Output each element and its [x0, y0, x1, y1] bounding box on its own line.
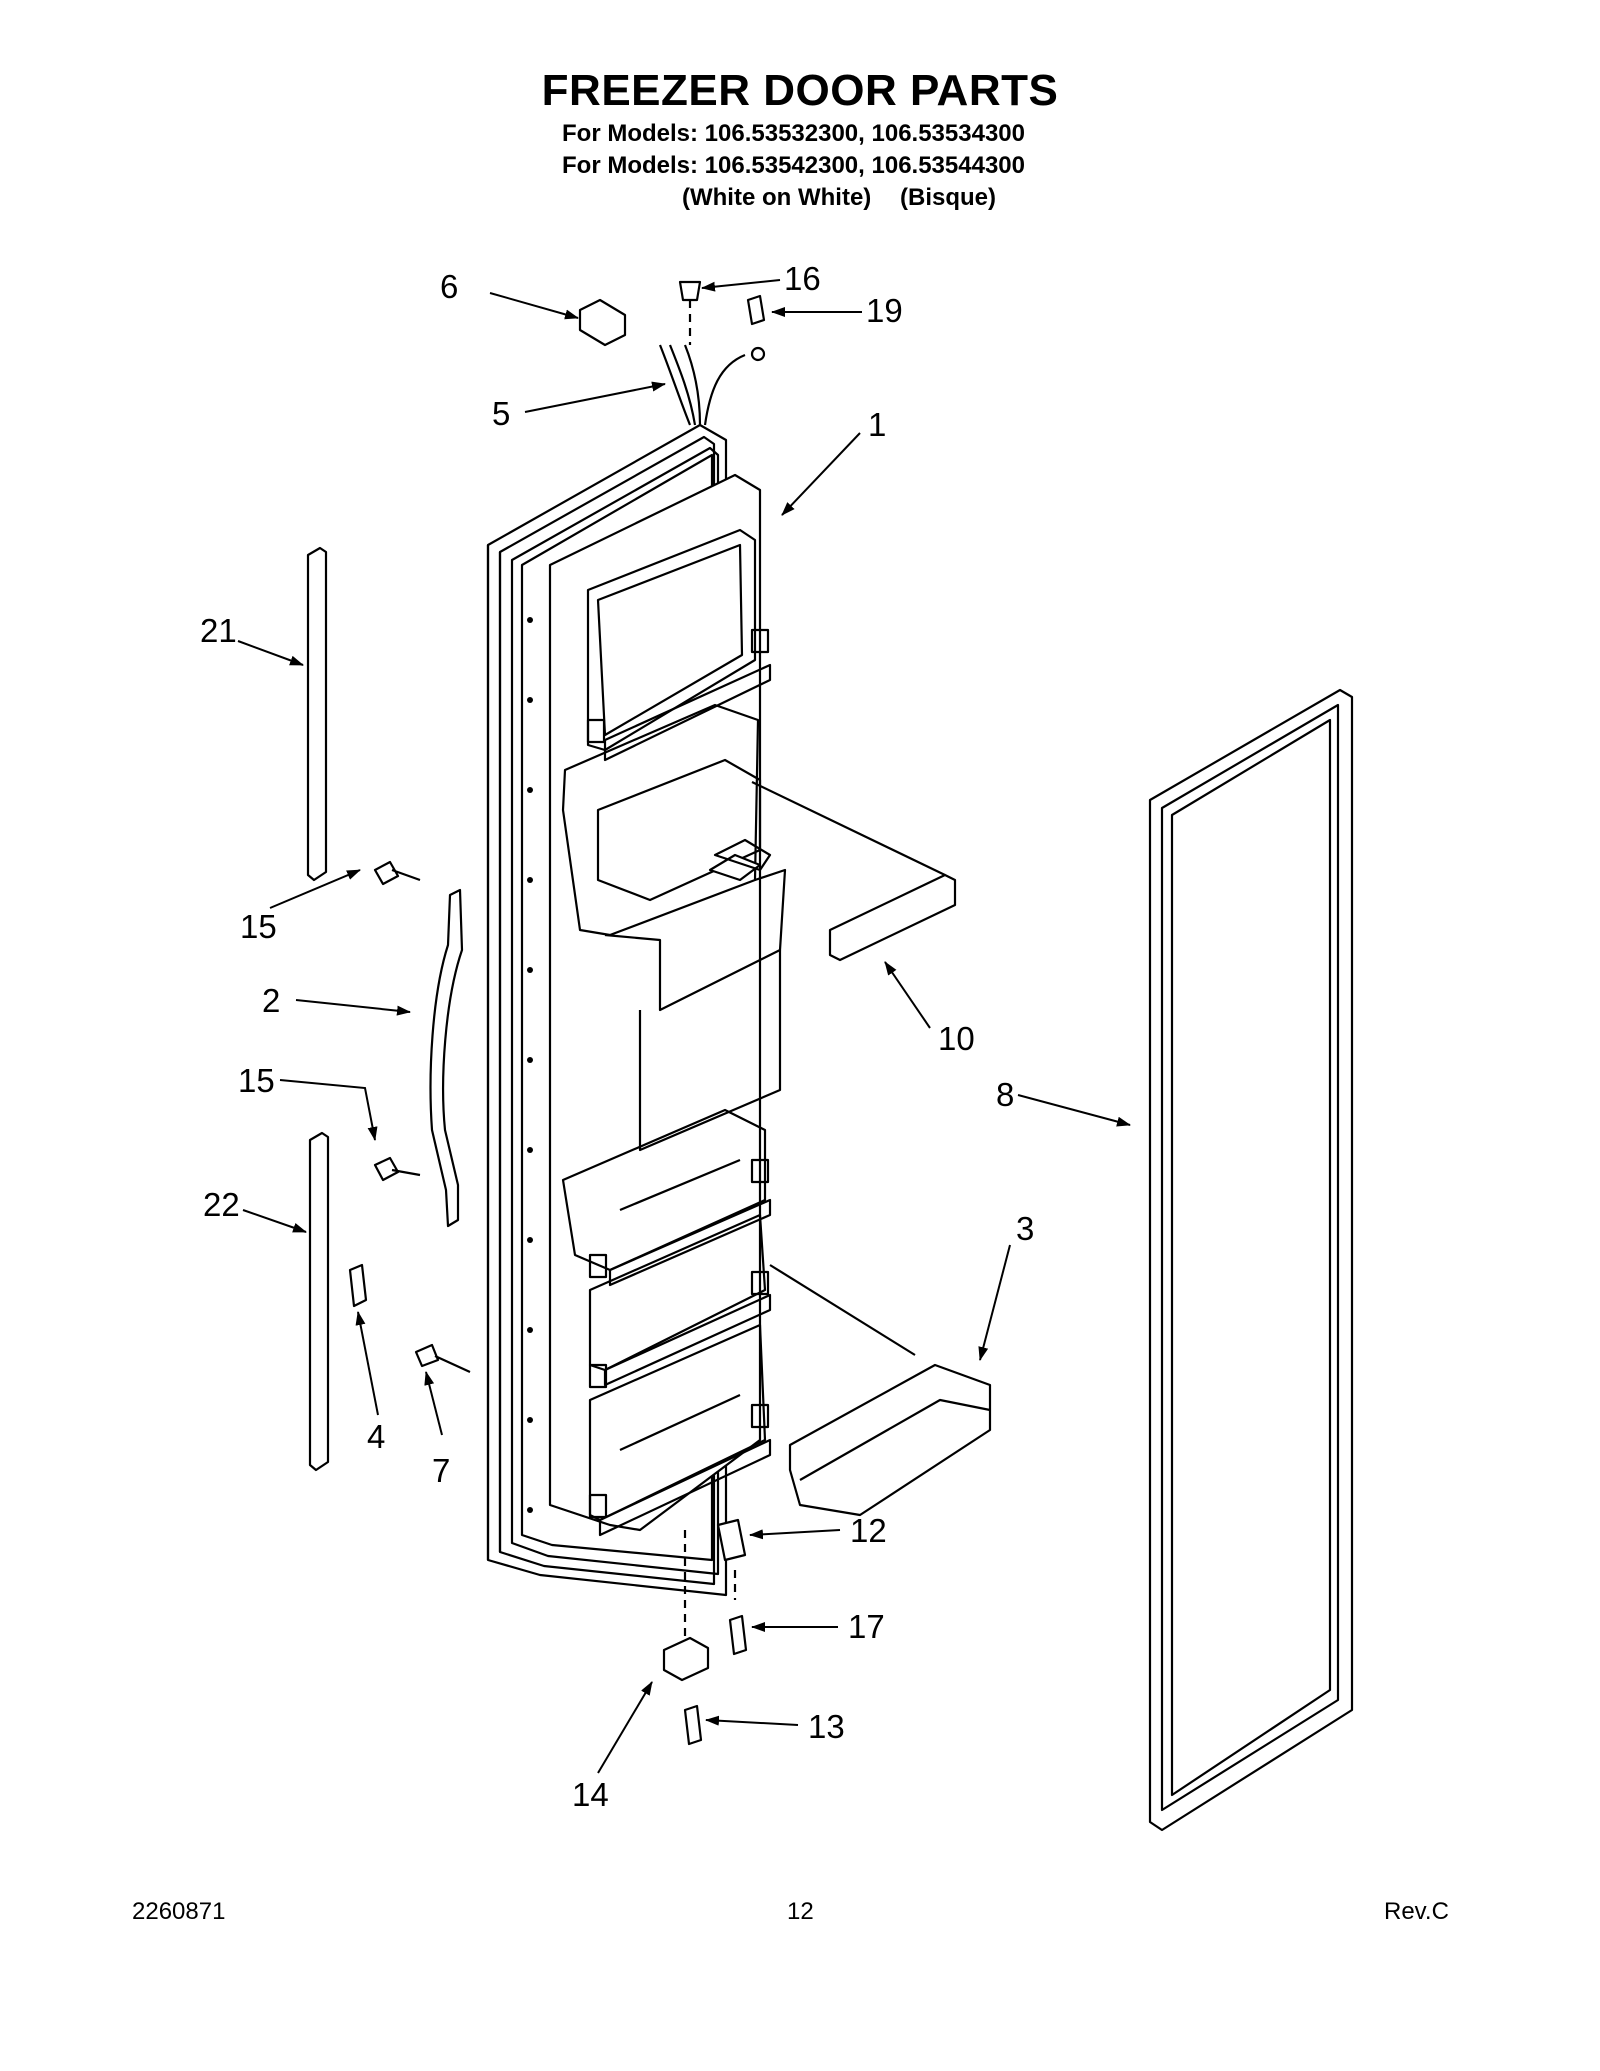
- color-white-label: (White on White): [682, 184, 872, 211]
- bin-guide-line: [769, 1264, 916, 1356]
- screw-part-19: [746, 294, 766, 326]
- hinge-part-12: [716, 1518, 747, 1562]
- screw-part-17: [728, 1614, 748, 1656]
- leader-2: [295, 999, 411, 1016]
- model-line-1: For Models: 106.53532300, 106.53534300: [562, 120, 1025, 147]
- callout-8: 8: [996, 1076, 1014, 1113]
- bin-rim: [799, 1398, 991, 1481]
- doc-number: 2260871: [132, 1898, 226, 1925]
- door-assembly-part-1: [486, 423, 787, 1597]
- leader-6: [489, 292, 579, 320]
- handle-screw-upper-part-15: [373, 860, 421, 886]
- lower-trim-part-22: [308, 1131, 330, 1472]
- callout-1: 1: [868, 406, 886, 443]
- callout-2: 2: [262, 982, 280, 1019]
- screw-part-7: [414, 1343, 471, 1374]
- leader-3: [978, 1244, 1011, 1361]
- callout-22: 22: [203, 1186, 240, 1223]
- color-bisque-label: (Bisque): [900, 184, 996, 211]
- callout-16: 16: [784, 260, 821, 297]
- leader-14: [597, 1681, 653, 1774]
- leader-7: [424, 1371, 443, 1436]
- clip-part-4: [348, 1263, 368, 1308]
- bracket-guide-line: [751, 781, 946, 876]
- leader-12: [749, 1529, 841, 1540]
- ground-terminal: [750, 346, 766, 362]
- callout-7: 7: [432, 1452, 450, 1489]
- callout-21: 21: [200, 612, 237, 649]
- callout-5: 5: [492, 395, 510, 432]
- leader-5: [524, 381, 666, 413]
- bracket-part-10: [828, 873, 957, 962]
- leader-15a: [269, 869, 361, 909]
- callout-6: 6: [440, 268, 458, 305]
- leader-lines: [237, 279, 1131, 1774]
- screw-part-13: [683, 1704, 703, 1746]
- leader-1: [781, 432, 861, 516]
- leader-22: [242, 1209, 307, 1233]
- leader-21: [237, 640, 304, 666]
- callout-15b: 15: [238, 1062, 275, 1099]
- leader-10: [884, 961, 931, 1029]
- leader-15b: [279, 1079, 378, 1141]
- callout-3: 3: [1016, 1210, 1034, 1247]
- upper-trim-part-21: [306, 546, 328, 882]
- callout-19: 19: [866, 292, 903, 329]
- revision: Rev.C: [1384, 1898, 1449, 1925]
- page-title: FREEZER DOOR PARTS: [541, 66, 1059, 115]
- gasket-part-8: [1148, 688, 1354, 1832]
- callout-labels: 6 16 19 5 1 21 15 2 15 22 4 7 10 8 3 12 …: [200, 260, 1034, 1813]
- leader-8: [1017, 1094, 1131, 1127]
- handle-screw-lower-part-15: [373, 1156, 421, 1182]
- callout-15a: 15: [240, 908, 277, 945]
- handle-part-2: [429, 888, 464, 1228]
- plug-part-16: [678, 280, 702, 302]
- bin-part-3: [788, 1363, 992, 1517]
- page-number: 12: [787, 1898, 814, 1925]
- callout-4: 4: [367, 1418, 385, 1455]
- callout-14: 14: [572, 1776, 609, 1813]
- callout-12: 12: [850, 1512, 887, 1549]
- wire-harness-part-5: [658, 344, 746, 426]
- callout-10: 10: [938, 1020, 975, 1057]
- model-line-2: For Models: 106.53542300, 106.53544300: [562, 152, 1025, 179]
- connector-part-6: [578, 298, 627, 347]
- leader-13: [705, 1715, 799, 1726]
- callout-17: 17: [848, 1608, 885, 1645]
- leader-16: [701, 279, 781, 292]
- hinge-bracket-part-14: [662, 1636, 710, 1682]
- leader-4: [355, 1311, 379, 1416]
- callout-13: 13: [808, 1708, 845, 1745]
